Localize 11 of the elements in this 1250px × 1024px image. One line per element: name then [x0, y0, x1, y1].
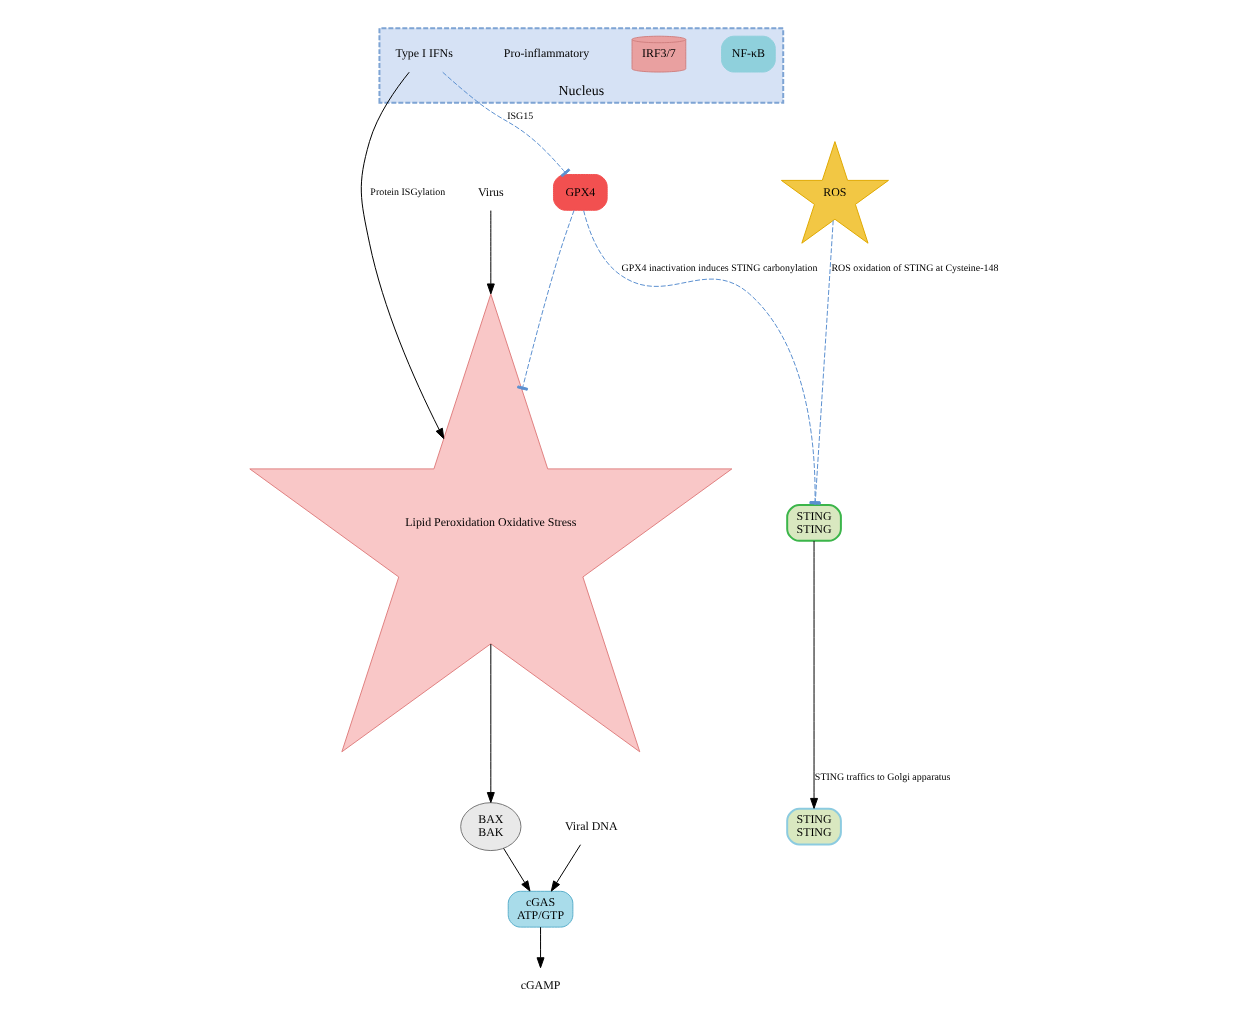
- connector: [517, 209, 575, 391]
- arrow: [536, 926, 545, 969]
- arrow: [486, 210, 495, 295]
- arrow: [810, 540, 819, 809]
- connector: [583, 210, 821, 506]
- arrow: [486, 643, 495, 803]
- arrow: [360, 71, 445, 440]
- arrow: [503, 847, 531, 892]
- connector: [809, 220, 834, 506]
- arrow: [550, 844, 581, 892]
- connector: [442, 71, 571, 178]
